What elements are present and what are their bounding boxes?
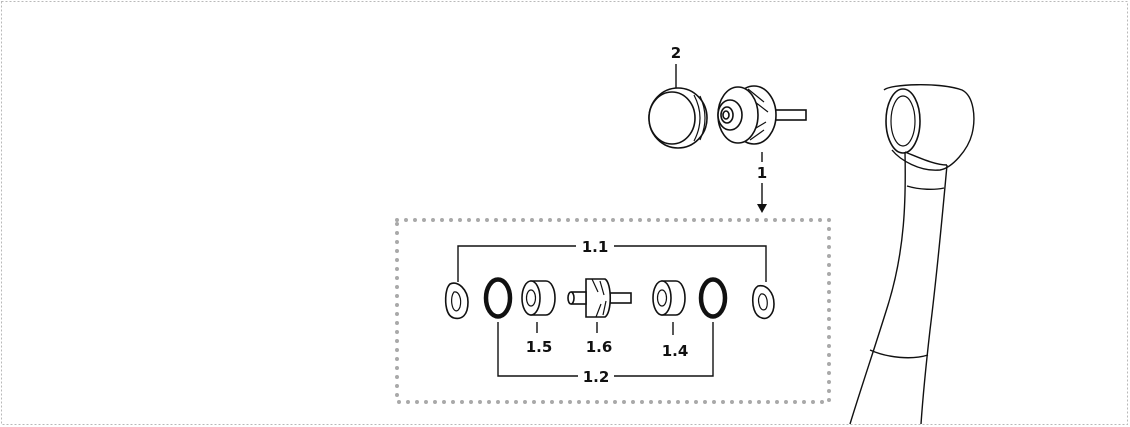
ball-bearing-icon [652,280,686,316]
bracket-o-rings [497,322,714,377]
washer-icon [751,284,775,320]
dental-handpiece-icon [849,84,975,425]
turbine-cartridge-icon [717,85,807,145]
bracket-washers [457,245,767,282]
label-o-rings: 1.2 [583,368,610,386]
ball-bearing-icon [521,280,556,316]
arrow-down-icon [757,183,767,213]
label-washers: 1.1 [582,238,609,256]
rotor-icon [567,278,632,318]
washer-icon [444,282,469,320]
label-bearing-right: 1.4 [662,342,689,360]
label-cartridge: 1 [757,164,767,182]
detail-frame [395,218,831,404]
o-ring-icon [483,277,513,319]
label-rotor: 1.6 [586,338,613,356]
label-cap: 2 [671,44,681,62]
cap-icon [648,87,708,149]
label-bearing-left: 1.5 [526,338,553,356]
o-ring-icon [698,277,728,319]
